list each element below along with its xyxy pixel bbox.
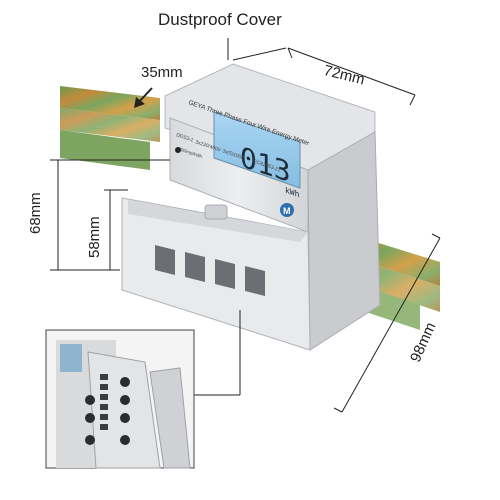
logo-badge xyxy=(280,203,294,217)
dimension-lines xyxy=(50,38,441,413)
dimension-rail-width: 35mm xyxy=(141,64,183,81)
dimension-total-height: 68mm xyxy=(27,192,44,234)
pulse-led xyxy=(175,147,181,153)
dustproof-cover-label: Dustproof Cover xyxy=(158,10,282,29)
lcd-unit: kWh xyxy=(285,185,299,199)
inset-terminal-photo xyxy=(45,329,195,469)
energy-meter xyxy=(121,63,381,351)
dimension-body-height: 58mm xyxy=(86,216,103,258)
arrow-icon xyxy=(134,87,153,108)
logo-letter: M xyxy=(283,206,291,216)
meter-model: DDS3-1 xyxy=(175,132,194,144)
